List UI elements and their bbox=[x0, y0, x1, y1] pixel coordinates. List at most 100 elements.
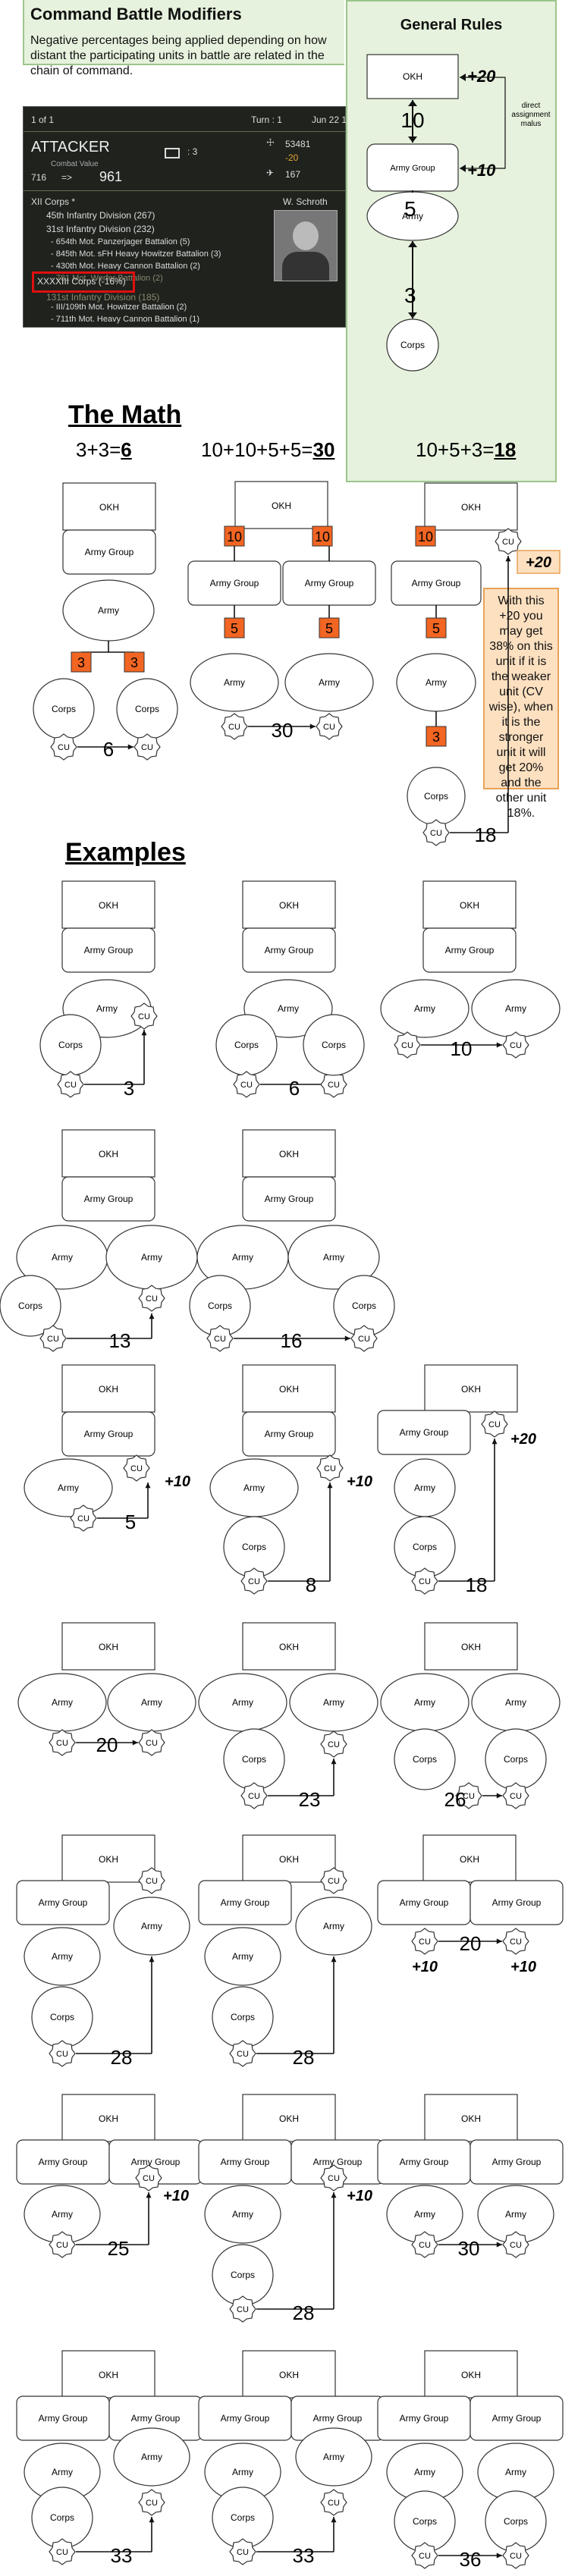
army-group-box bbox=[61, 927, 155, 973]
army-group-label: Army Group bbox=[221, 2157, 270, 2167]
orange-distance-label: 3 bbox=[77, 655, 85, 670]
cu-badge bbox=[502, 2542, 529, 2569]
cu-badge bbox=[133, 733, 161, 761]
cu-label: CU bbox=[56, 2050, 68, 2059]
general-rules-diagram: OKH Army Group Army Corps 10 +20 +10 dir… bbox=[366, 54, 551, 372]
bonus-label: +20 bbox=[510, 1431, 536, 1448]
unit-symbol-icon bbox=[165, 148, 180, 158]
bonus-label: +10 bbox=[347, 1473, 372, 1490]
okh-label: OKH bbox=[279, 900, 299, 911]
cu-label: CU bbox=[146, 1294, 158, 1304]
distance-number: 30 bbox=[272, 719, 294, 742]
orange-distance-box bbox=[224, 617, 245, 639]
okh-box bbox=[242, 880, 336, 929]
army-group-label: Army Group bbox=[313, 2413, 363, 2424]
okh-box bbox=[61, 1834, 155, 1883]
army-group-label: Army Group bbox=[84, 945, 133, 955]
army-group-label: Army Group bbox=[221, 1897, 270, 1908]
army-label: Army bbox=[426, 677, 447, 688]
cu-badge bbox=[320, 1867, 347, 1894]
army-group-label: Army Group bbox=[492, 2413, 542, 2424]
army-label: Army bbox=[96, 1003, 118, 1014]
army-group-label: Army Group bbox=[210, 578, 259, 588]
cu-badge bbox=[411, 2231, 438, 2258]
corps-label: Corps bbox=[18, 1301, 42, 1311]
cu-label: CU bbox=[328, 1081, 340, 1090]
army-group-label: Army Group bbox=[39, 2157, 88, 2167]
army-group-box bbox=[470, 2139, 564, 2185]
rules-malus-note-2: assignment bbox=[511, 111, 550, 119]
bonus-label: +10 bbox=[510, 1959, 536, 1975]
okh-box bbox=[242, 1364, 336, 1413]
bonus-label: +10 bbox=[163, 2188, 189, 2204]
corps-label: Corps bbox=[58, 1040, 83, 1050]
corps-label: Corps bbox=[424, 791, 448, 802]
panel-unit-3: - 654th Mot. Panzerjager Battalion (5) bbox=[51, 237, 190, 246]
rules-corps-circle bbox=[386, 318, 439, 372]
cu-badge bbox=[138, 2489, 165, 2516]
army-label: Army bbox=[243, 1483, 265, 1493]
cu-label: CU bbox=[510, 1792, 522, 1801]
arrowhead bbox=[331, 2192, 337, 2198]
distance-number: 10 bbox=[451, 1037, 473, 1060]
okh-box bbox=[422, 1834, 517, 1883]
bonus-label: +10 bbox=[165, 1473, 190, 1490]
cu-label: CU bbox=[47, 1335, 59, 1344]
okh-box bbox=[424, 2094, 518, 2142]
cu-badge bbox=[320, 2489, 347, 2516]
cu-badge bbox=[495, 528, 522, 555]
cu-label: CU bbox=[488, 1420, 501, 1429]
cu-badge bbox=[394, 1031, 421, 1059]
panel-unit-5: - 430th Mot. Heavy Cannon Battalion (2) bbox=[51, 262, 200, 271]
okh-label: OKH bbox=[461, 2370, 481, 2380]
panel-side: ATTACKER bbox=[31, 139, 110, 155]
arrowhead bbox=[496, 1793, 502, 1799]
panel-men: 53481 bbox=[285, 139, 311, 149]
army-ellipse bbox=[113, 2427, 190, 2487]
arrowhead bbox=[496, 2552, 502, 2559]
arrowhead bbox=[309, 723, 316, 730]
panel-cv-arrow: => bbox=[61, 172, 73, 183]
corps-circle bbox=[0, 1275, 61, 1337]
cu-label: CU bbox=[430, 829, 442, 838]
cu-badge bbox=[422, 819, 450, 846]
rules-okh-bonus: +20 bbox=[467, 67, 496, 86]
rules-corps-label: Corps bbox=[400, 340, 425, 350]
cu-badge bbox=[206, 1325, 234, 1352]
distance-number: 26 bbox=[444, 1788, 466, 1811]
cu-label: CU bbox=[237, 2305, 249, 2314]
panel-planes: 167 bbox=[285, 169, 301, 180]
army-label: Army bbox=[323, 1252, 344, 1263]
orange-distance-box bbox=[319, 617, 340, 639]
army-label: Army bbox=[52, 2209, 73, 2220]
arrowhead bbox=[496, 1042, 502, 1048]
panel-unit-9: - III/109th Mot. Howitzer Battalion (2) bbox=[51, 303, 187, 312]
army-label: Army bbox=[505, 2467, 526, 2477]
okh-label: OKH bbox=[99, 2370, 118, 2380]
distance-number: 23 bbox=[299, 1788, 321, 1811]
army-label: Army bbox=[505, 1003, 526, 1014]
eq-3: 10+5+3=18 bbox=[416, 438, 517, 461]
corps-label: Corps bbox=[352, 1301, 376, 1311]
cu-label: CU bbox=[228, 723, 240, 732]
cu-label: CU bbox=[419, 2241, 431, 2250]
cu-label: CU bbox=[58, 743, 70, 752]
arrowhead bbox=[132, 1740, 138, 1746]
cu-badge bbox=[70, 1504, 97, 1532]
army-label: Army bbox=[414, 2209, 435, 2220]
corps-label: Corps bbox=[242, 1754, 266, 1765]
okh-label: OKH bbox=[279, 1384, 299, 1395]
orange-distance-label: 5 bbox=[231, 621, 238, 636]
panel-combat-value-label: Combat Value bbox=[51, 160, 99, 168]
okh-label: OKH bbox=[99, 1642, 118, 1652]
cu-label: CU bbox=[328, 1740, 340, 1749]
army-ellipse bbox=[380, 979, 470, 1038]
okh-label: OKH bbox=[461, 2113, 481, 2124]
army-group-box bbox=[470, 2396, 564, 2441]
distance-number: 5 bbox=[125, 1511, 136, 1533]
okh-label: OKH bbox=[279, 2113, 299, 2124]
cu-badge bbox=[350, 1325, 378, 1352]
army-ellipse bbox=[284, 653, 374, 712]
cu-label: CU bbox=[77, 1514, 90, 1523]
cu-badge bbox=[229, 2040, 256, 2067]
